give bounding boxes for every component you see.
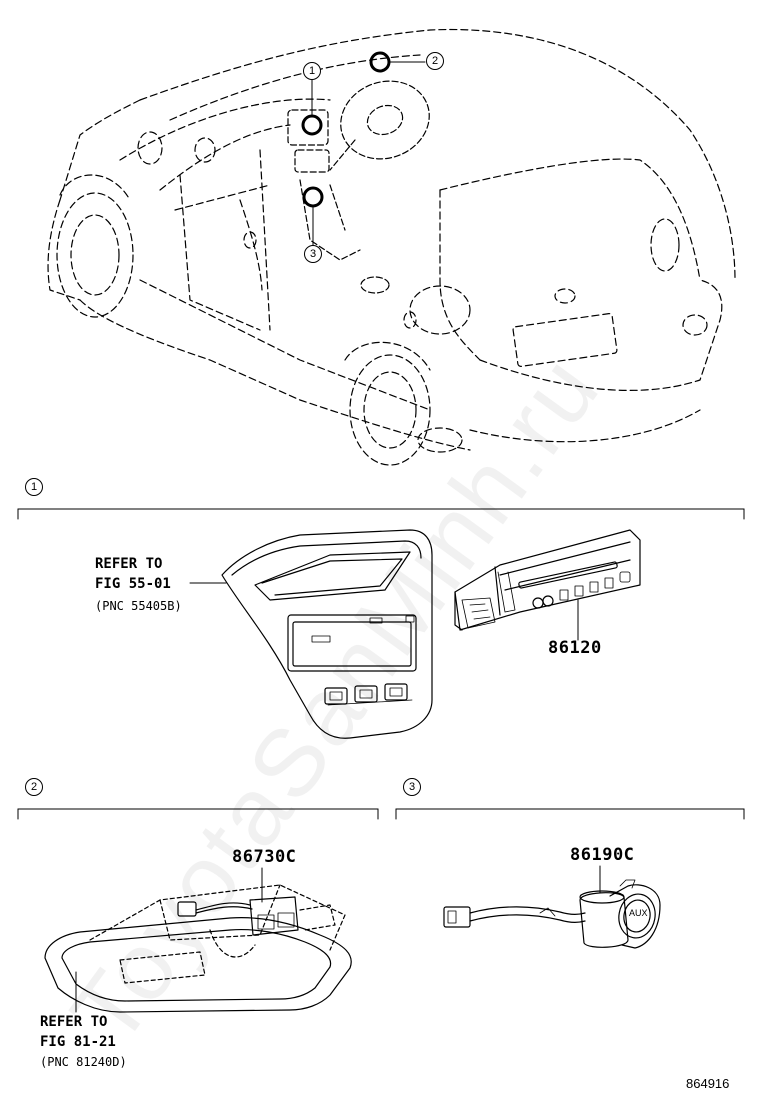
section-2-index: 2 [25, 778, 43, 796]
overview-leaders [311, 61, 426, 246]
part-number-86730c: 86730C [232, 847, 297, 867]
car-wheels [56, 174, 431, 466]
overview-callout-3: 3 [304, 245, 322, 263]
section-2-ref-pnc: (PNC 81240D) [40, 1055, 127, 1069]
section-1-ref-line2: FIG 55-01 [95, 576, 171, 592]
car-lamps [137, 131, 708, 453]
car-outline [47, 28, 736, 451]
section-1-leaders [189, 582, 579, 641]
overview-callout-1: 1 [303, 62, 321, 80]
aux-socket-label: AUX [629, 908, 648, 918]
section-1-frame [17, 508, 745, 520]
part-number-86120: 86120 [548, 638, 602, 658]
section-2-leaders [75, 867, 263, 1013]
section-1-index: 1 [25, 478, 43, 496]
aux-socket-assembly [443, 879, 661, 949]
section-2-frame [17, 808, 379, 820]
radio-receiver [454, 529, 641, 631]
section-2-ref-line1: REFER TO [40, 1014, 108, 1030]
section-3-frame [395, 808, 745, 820]
overview-callout-2: 2 [426, 52, 444, 70]
section-3-index: 3 [403, 778, 421, 796]
room-lamp-assembly [44, 884, 352, 1013]
steering-wheel [329, 80, 430, 171]
section-1-ref-pnc: (PNC 55405B) [95, 599, 182, 613]
section-1-ref-line1: REFER TO [95, 556, 163, 572]
figure-number: 864916 [686, 1076, 730, 1091]
part-number-86190c: 86190C [570, 845, 635, 865]
center-console [287, 109, 390, 294]
instrument-panel-bezel [221, 529, 433, 739]
section-2-ref-line2: FIG 81-21 [40, 1034, 116, 1050]
